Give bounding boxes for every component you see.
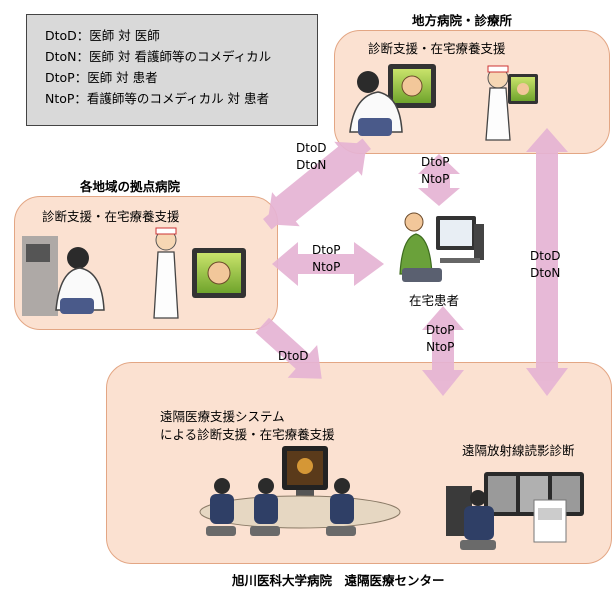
arrow-label-home-center: DtoP NtoP <box>426 322 455 356</box>
arrow-label-clinic-center: DtoD DtoN <box>530 248 561 282</box>
arrow-label-base-center-1: DtoD <box>278 349 309 363</box>
home-patient-illustration <box>399 212 484 282</box>
legend-item-dtod: DtoD：医師 対 医師 <box>45 28 160 43</box>
conference-illustration <box>199 446 401 536</box>
home-patient-label: 在宅患者 <box>409 293 460 308</box>
arrow-label-clinic-home-2: NtoP <box>421 172 450 186</box>
arrow-label-base-home: DtoP NtoP <box>312 242 341 276</box>
radiology-caption: 遠隔放射線読影診断 <box>462 443 575 458</box>
arrow-label-clinic-center-1: DtoD <box>530 249 561 263</box>
legend-item-dton: DtoN：医師 対 看護師等のコメディカル <box>45 49 272 64</box>
clinic-doctor-illustration <box>349 64 436 136</box>
arrow-label-base-center: DtoD <box>278 348 309 365</box>
radiology-illustration <box>446 472 584 550</box>
arrow-label-clinic-center-2: DtoN <box>530 266 561 280</box>
arrow-label-base-home-2: NtoP <box>312 260 341 274</box>
center-panel <box>106 362 612 564</box>
arrow-home-center <box>422 306 464 396</box>
system-caption-line1: 遠隔医療支援システム <box>160 409 285 424</box>
regional-clinic-title: 地方病院・診療所 <box>412 13 513 28</box>
arrow-label-base-clinic-1: DtoD <box>296 141 327 155</box>
clinic-nurse-illustration <box>485 65 538 141</box>
base-hospital-title: 各地域の拠点病院 <box>80 179 181 194</box>
arrow-label-clinic-home: DtoP NtoP <box>421 154 450 188</box>
arrow-base-center <box>255 317 322 379</box>
base-hospital-caption: 診断支援・在宅療養支援 <box>42 209 180 224</box>
arrow-label-base-clinic: DtoD DtoN <box>296 140 327 174</box>
arrow-base-home <box>272 242 384 286</box>
arrow-clinic-center <box>526 128 568 396</box>
legend-box: DtoD：医師 対 医師 DtoN：医師 対 看護師等のコメディカル DtoP：… <box>26 14 318 126</box>
arrow-label-base-clinic-2: DtoN <box>296 158 327 172</box>
regional-clinic-caption: 診断支援・在宅療養支援 <box>368 41 506 56</box>
arrow-label-home-center-2: NtoP <box>426 340 455 354</box>
center-title: 旭川医科大学病院 遠隔医療センター <box>232 573 445 588</box>
arrow-label-clinic-home-1: DtoP <box>421 155 450 169</box>
legend-item-ntop: NtoP：看護師等のコメディカル 対 患者 <box>45 91 270 106</box>
arrow-label-base-home-1: DtoP <box>312 243 341 257</box>
base-nurse-illustration <box>153 227 246 319</box>
legend-item-dtop: DtoP：医師 対 患者 <box>45 70 158 85</box>
arrow-label-home-center-1: DtoP <box>426 323 455 337</box>
base-doctor-illustration <box>22 236 105 316</box>
arrow-base-clinic <box>263 138 371 230</box>
system-caption-line2: による診断支援・在宅療養支援 <box>160 427 335 442</box>
arrow-clinic-home <box>418 154 460 206</box>
